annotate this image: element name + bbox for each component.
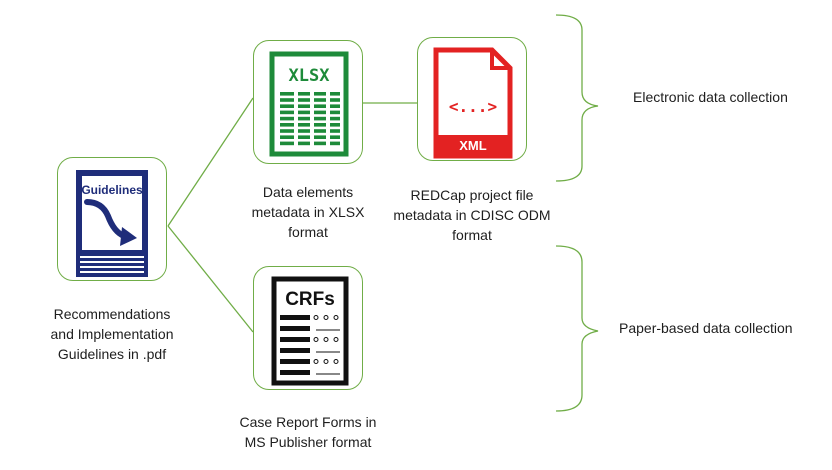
group-label-electronic: Electronic data collection <box>633 89 788 105</box>
spreadsheet-cell <box>298 92 310 96</box>
spreadsheet-cell <box>330 135 340 139</box>
brace-paper <box>555 245 599 412</box>
xml-file-icon: <...> XML <box>433 47 513 159</box>
connector-guidelines-to-crfs <box>167 225 254 333</box>
spreadsheet-cell <box>330 110 340 115</box>
spreadsheet-cell <box>280 110 294 115</box>
caption-line: and Implementation <box>50 326 174 342</box>
caption-line: Case Report Forms in <box>239 414 377 430</box>
xlsx-node: XLSX <box>253 40 363 164</box>
guidelines-node: Guidelines <box>57 157 167 281</box>
xlsx-caption: Data elements metadata in XLSX format <box>228 182 388 242</box>
spreadsheet-cell <box>280 141 294 146</box>
spreadsheet-cell <box>314 116 326 121</box>
crf-form-icon: CRFs <box>271 276 349 386</box>
spreadsheet-cell <box>330 141 340 146</box>
xlsx-spreadsheet-icon: XLSX <box>269 51 349 157</box>
guidelines-caption: Recommendations and Implementation Guide… <box>32 304 192 364</box>
caption-line: format <box>452 227 492 243</box>
spreadsheet-cell <box>330 123 340 127</box>
xlsx-icon-text: XLSX <box>289 66 331 86</box>
crfs-caption: Case Report Forms in MS Publisher format <box>228 412 388 452</box>
spreadsheet-cell <box>280 98 294 102</box>
caption-line: Recommendations <box>53 306 171 322</box>
spreadsheet-cell <box>298 123 310 127</box>
spreadsheet-cell <box>280 123 294 127</box>
crf-form-row <box>280 315 339 320</box>
xml-node: <...> XML <box>417 37 527 161</box>
crf-form-row <box>280 359 339 364</box>
spreadsheet-cell <box>298 141 310 146</box>
spreadsheet-cell <box>298 129 310 133</box>
xml-code-text: <...> <box>449 97 497 116</box>
caption-line: Data elements <box>262 184 354 200</box>
spreadsheet-cell <box>330 116 340 121</box>
spreadsheet-cell <box>280 92 294 96</box>
connector-guidelines-to-xlsx <box>167 97 254 227</box>
spreadsheet-cell <box>330 92 340 96</box>
spreadsheet-cell <box>314 135 326 139</box>
crf-form-row <box>280 348 340 353</box>
xml-caption: REDCap project file metadata in CDISC OD… <box>392 185 552 245</box>
guidelines-document-icon: Guidelines <box>76 170 148 277</box>
caption-line: Guidelines in .pdf <box>57 346 167 362</box>
caption-line: format <box>288 224 328 240</box>
caption-line: REDCap project file <box>410 187 534 203</box>
group-label-paper: Paper-based data collection <box>619 320 793 336</box>
spreadsheet-cell <box>298 104 310 108</box>
spreadsheet-cell <box>330 98 340 102</box>
spreadsheet-cell <box>314 129 326 133</box>
caption-line: metadata in XLSX <box>251 204 365 220</box>
crf-form-row <box>280 326 340 331</box>
spreadsheet-cell <box>298 135 310 139</box>
crf-form-row <box>280 337 339 342</box>
spreadsheet-cell <box>314 98 326 102</box>
crfs-icon-text: CRFs <box>285 289 335 310</box>
spreadsheet-cell <box>314 110 326 115</box>
spreadsheet-cell <box>298 116 310 121</box>
caption-line: MS Publisher format <box>244 434 372 450</box>
guidelines-icon-text: Guidelines <box>81 183 143 197</box>
spreadsheet-cell <box>314 104 326 108</box>
crf-form-row <box>280 370 340 375</box>
xml-icon-text: XML <box>459 138 487 153</box>
spreadsheet-cell <box>314 123 326 127</box>
spreadsheet-cell <box>280 104 294 108</box>
spreadsheet-cell <box>330 104 340 108</box>
spreadsheet-cell <box>280 129 294 133</box>
spreadsheet-cell <box>280 116 294 121</box>
crfs-node: CRFs <box>253 266 363 390</box>
spreadsheet-cell <box>298 98 310 102</box>
spreadsheet-cell <box>314 92 326 96</box>
caption-line: metadata in CDISC ODM <box>393 207 551 223</box>
connectors <box>167 97 417 333</box>
spreadsheet-cell <box>280 135 294 139</box>
brace-electronic <box>555 14 599 182</box>
spreadsheet-cell <box>314 141 326 146</box>
spreadsheet-cell <box>298 110 310 115</box>
spreadsheet-cell <box>330 129 340 133</box>
